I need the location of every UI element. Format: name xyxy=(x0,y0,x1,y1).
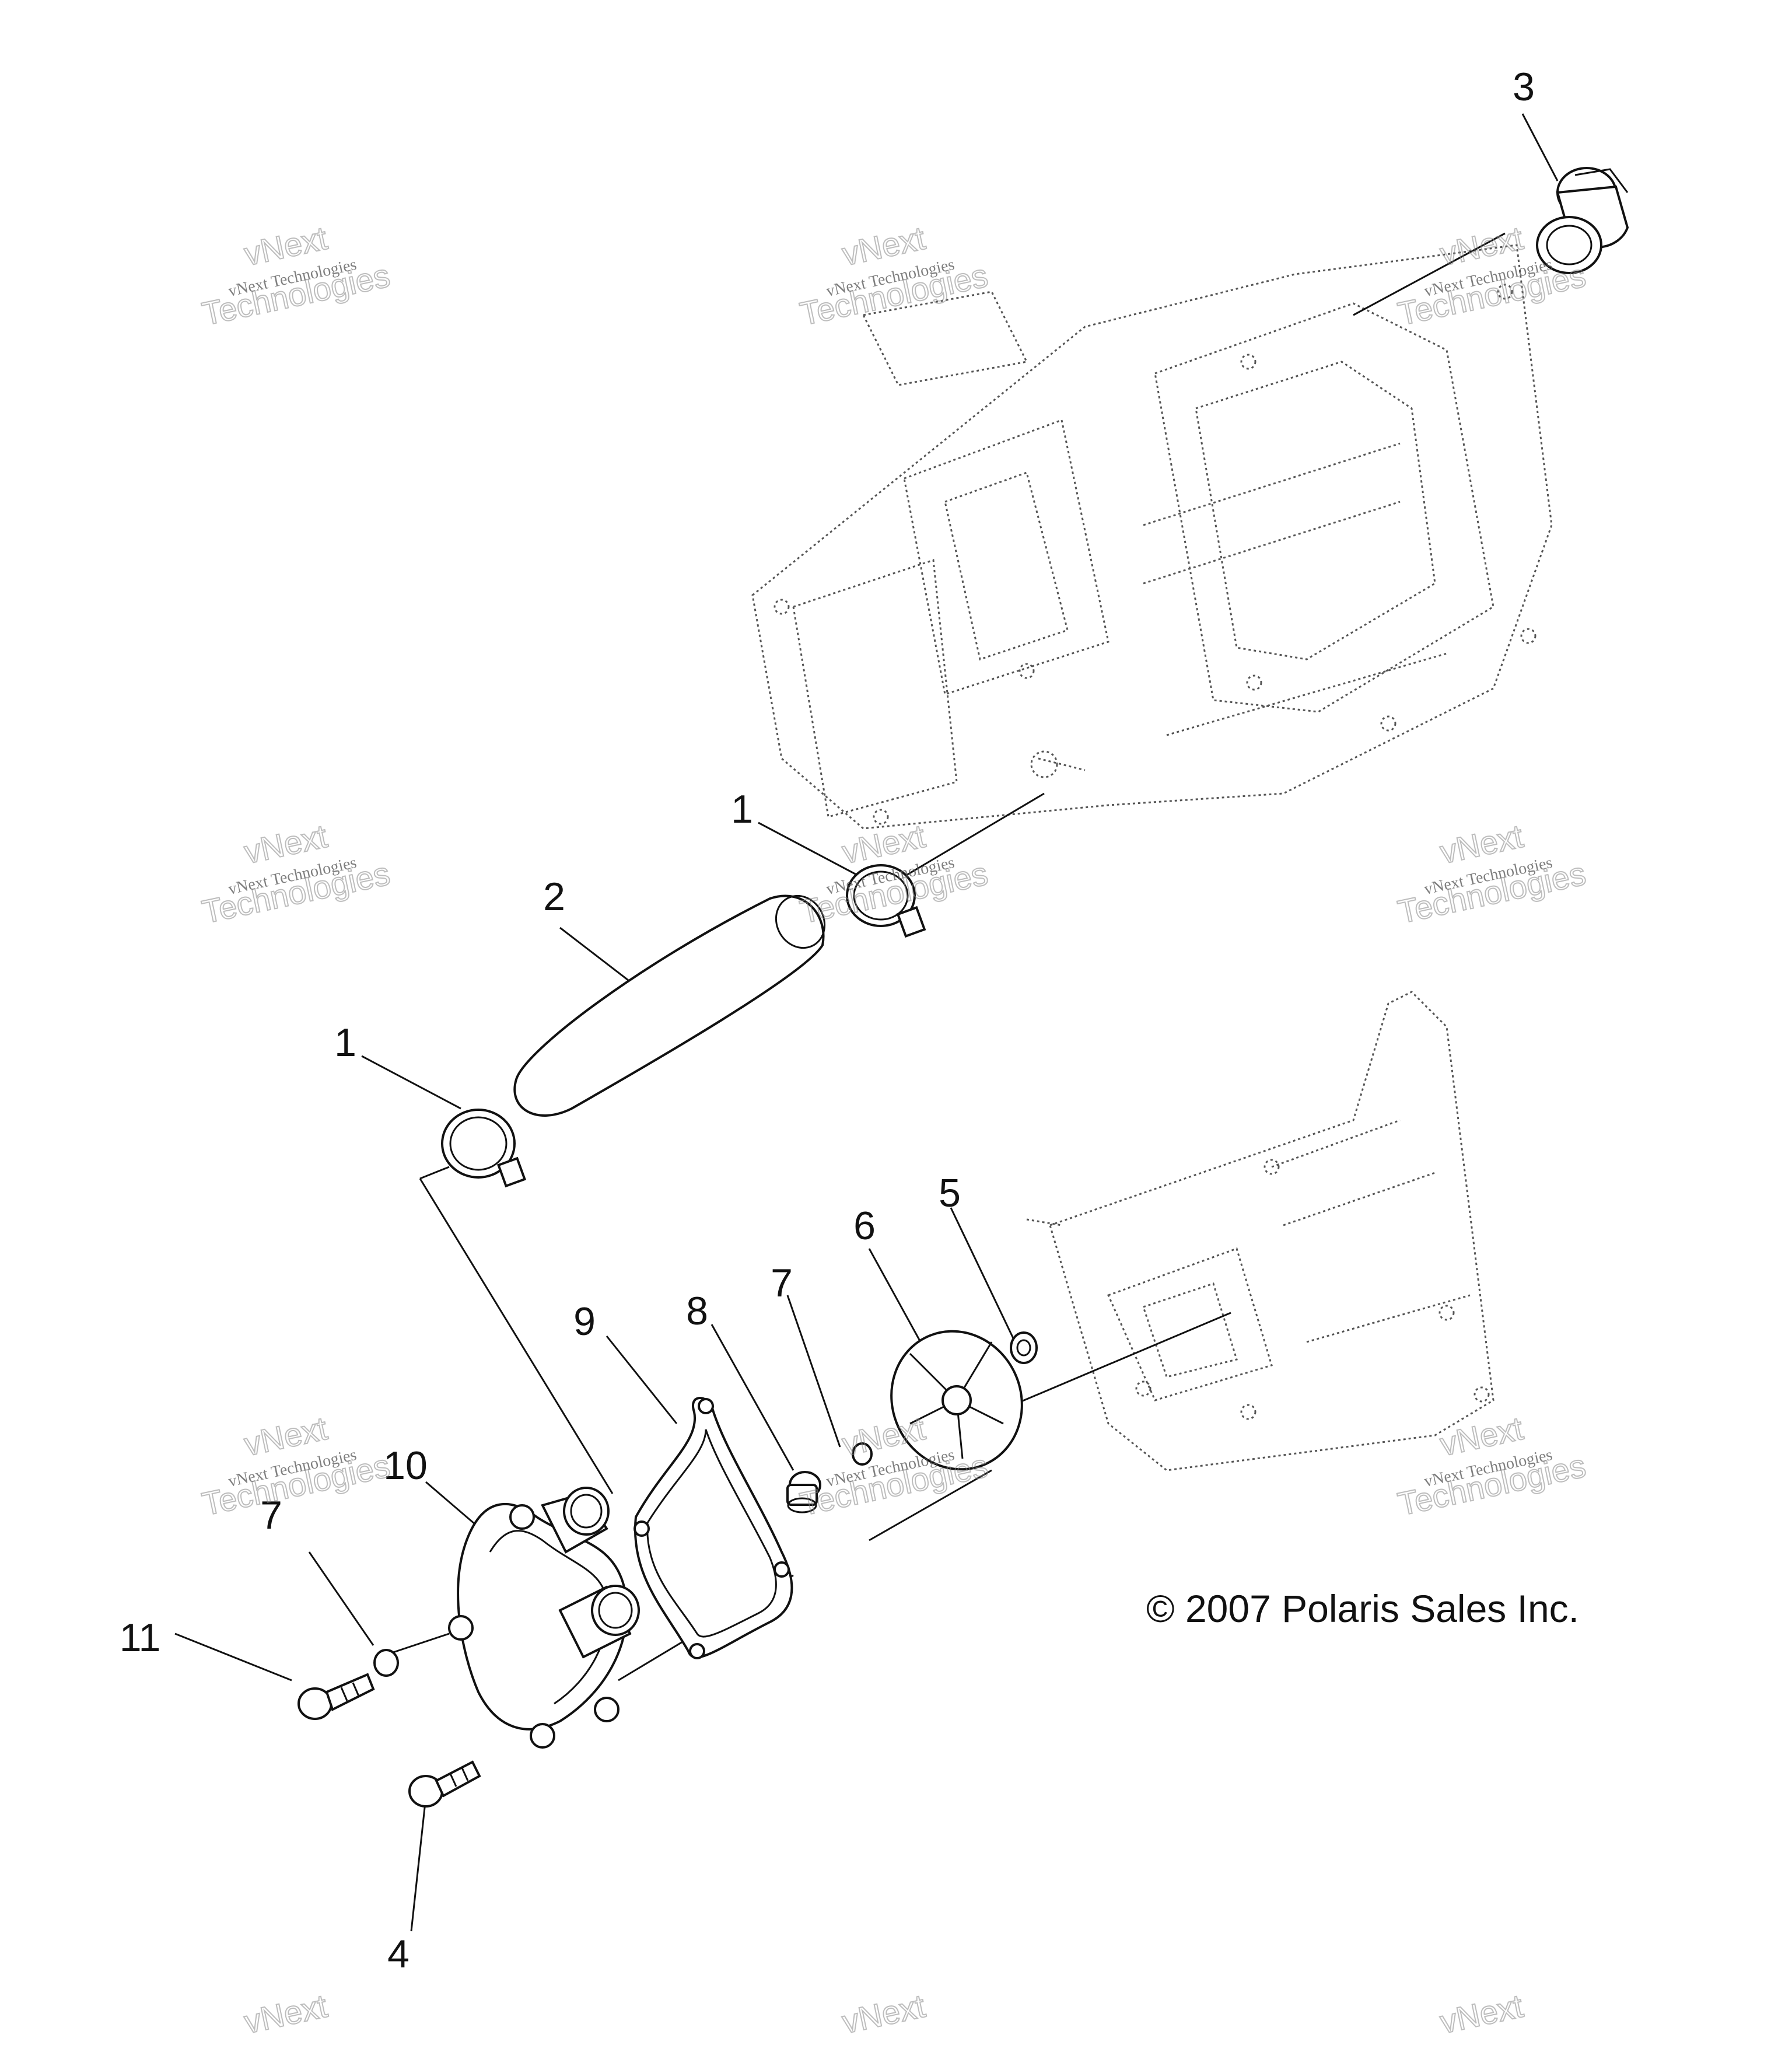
part-4-bolt xyxy=(408,1760,481,1808)
callout-3: 3 xyxy=(1513,65,1535,109)
part-7-washer-lower xyxy=(373,1649,399,1677)
callout-7-lower: 7 xyxy=(260,1493,282,1537)
watermark-1: vNext vNext Technologies Technologies xyxy=(198,219,394,333)
assembly-axis-lines xyxy=(379,232,1506,1687)
svg-text:vNext: vNext xyxy=(1437,1987,1527,2040)
callout-2: 2 xyxy=(543,875,565,919)
watermark-4: vNext vNext Technologies Technologies xyxy=(198,817,394,931)
watermark-11: vNext xyxy=(838,1987,929,2041)
copyright-notice: © 2007 Polaris Sales Inc. xyxy=(1146,1587,1579,1630)
callout-numbers: 3 1 2 1 5 6 7 8 9 10 7 11 4 xyxy=(120,65,1535,1976)
callout-9: 9 xyxy=(573,1299,596,1344)
part-2-coolant-hose xyxy=(513,894,826,1117)
watermark-6: vNext vNext Technologies Technologies xyxy=(1394,817,1590,931)
callout-4: 4 xyxy=(387,1932,410,1976)
callout-1-lower: 1 xyxy=(334,1020,356,1065)
callout-7-upper: 7 xyxy=(771,1261,793,1305)
part-10-water-pump-cover xyxy=(448,1487,640,1749)
part-11-bolt xyxy=(298,1673,375,1720)
svg-text:vNext: vNext xyxy=(839,1987,929,2040)
watermark-7: vNext vNext Technologies Technologies xyxy=(198,1409,394,1523)
part-9-gasket xyxy=(634,1397,793,1659)
callout-10: 10 xyxy=(383,1443,428,1488)
engine-cylinder-head-outline xyxy=(751,244,1553,830)
watermark-9: vNext vNext Technologies Technologies xyxy=(1394,1409,1590,1523)
watermarks: vNext vNext Technologies Technologies vN… xyxy=(198,219,1590,2041)
callout-6: 6 xyxy=(853,1204,876,1248)
part-5-seal xyxy=(1010,1331,1038,1364)
part-1-hose-clamp-upper xyxy=(846,864,926,938)
part-8-plug xyxy=(786,1471,821,1513)
callout-8: 8 xyxy=(686,1289,708,1333)
callout-5: 5 xyxy=(939,1171,961,1215)
part-3-thermostat-cap xyxy=(1536,167,1629,274)
watermark-5: vNext vNext Technologies Technologies xyxy=(796,817,992,931)
callout-11: 11 xyxy=(120,1616,161,1660)
engine-crankcase-outline xyxy=(1026,991,1494,1471)
watermark-10: vNext xyxy=(240,1987,331,2041)
callout-1-upper: 1 xyxy=(731,787,753,831)
watermark-2: vNext vNext Technologies Technologies xyxy=(796,219,992,333)
part-1-hose-clamp-lower xyxy=(441,1109,527,1188)
svg-text:vNext: vNext xyxy=(241,1987,331,2040)
part-6-impeller xyxy=(890,1330,1023,1471)
watermark-12: vNext xyxy=(1436,1987,1527,2041)
part-7-washer-upper xyxy=(852,1442,873,1466)
